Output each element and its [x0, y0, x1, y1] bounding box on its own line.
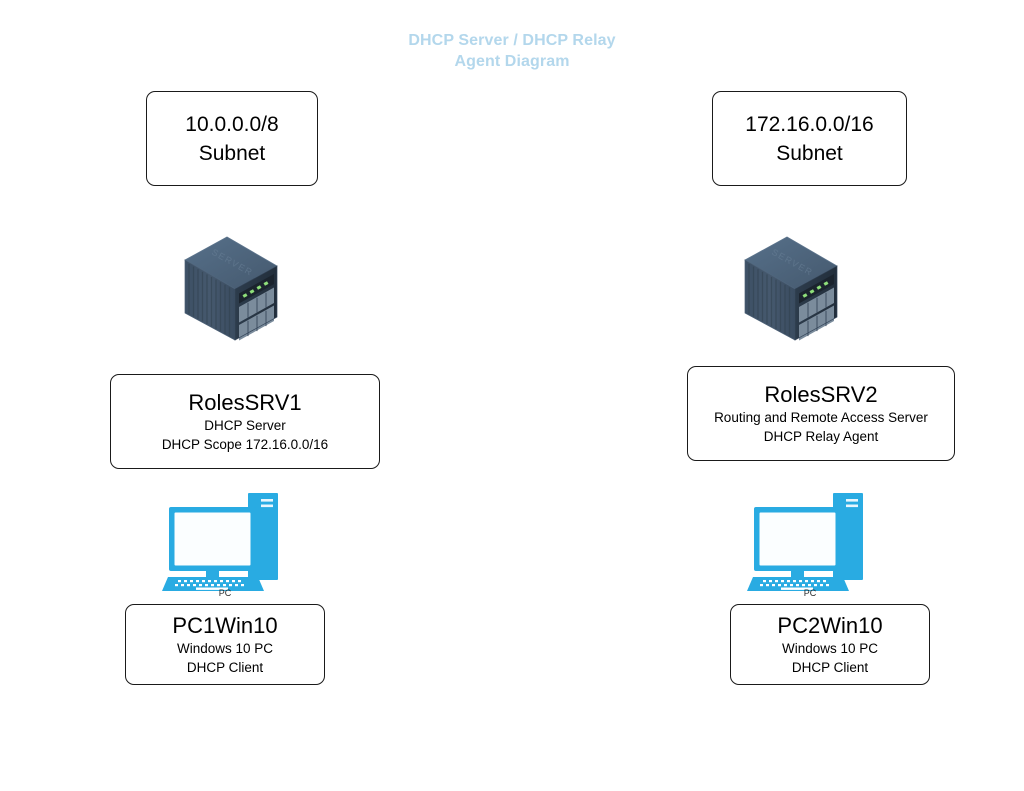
diagram-title: DHCP Server / DHCP Relay Agent Diagram	[408, 32, 616, 70]
server-rack-icon-right: SERVER	[725, 225, 855, 355]
client-left-name: PC1Win10	[172, 613, 278, 638]
subnet-box-left: 10.0.0.0/8 Subnet	[146, 91, 318, 186]
pc-icon-caption-right: PC	[803, 588, 817, 598]
server-left-role-0: DHCP Server	[204, 418, 286, 433]
client-right-name: PC2Win10	[777, 613, 883, 638]
server-right-role-0: Routing and Remote Access Server	[714, 410, 928, 425]
server-rack-icon-left: SERVER	[165, 225, 295, 355]
client-right-role-0: Windows 10 PC	[781, 641, 879, 656]
client-label-box-left: PC1Win10 Windows 10 PC DHCP Client	[125, 604, 325, 685]
subnet-left-label: 10.0.0.0/8 Subnet	[185, 112, 279, 165]
server-right-name: RolesSRV2	[764, 382, 878, 407]
server-label-box-left: RolesSRV1 DHCP Server DHCP Scope 172.16.…	[110, 374, 380, 469]
desktop-pc-icon-right	[745, 485, 875, 600]
server-right-role-1: DHCP Relay Agent	[763, 429, 879, 444]
server-left-name: RolesSRV1	[188, 390, 302, 415]
server-label-box-right: RolesSRV2 Routing and Remote Access Serv…	[687, 366, 955, 461]
client-right-role-1: DHCP Client	[791, 660, 869, 675]
pc-icon-caption-left: PC	[218, 588, 232, 598]
server-left-role-1: DHCP Scope 172.16.0.0/16	[161, 437, 329, 452]
client-label-box-right: PC2Win10 Windows 10 PC DHCP Client	[730, 604, 930, 685]
client-left-role-1: DHCP Client	[186, 660, 264, 675]
client-left-role-0: Windows 10 PC	[176, 641, 274, 656]
subnet-box-right: 172.16.0.0/16 Subnet	[712, 91, 907, 186]
desktop-pc-icon-left	[160, 485, 290, 600]
subnet-right-label: 172.16.0.0/16 Subnet	[745, 112, 874, 165]
